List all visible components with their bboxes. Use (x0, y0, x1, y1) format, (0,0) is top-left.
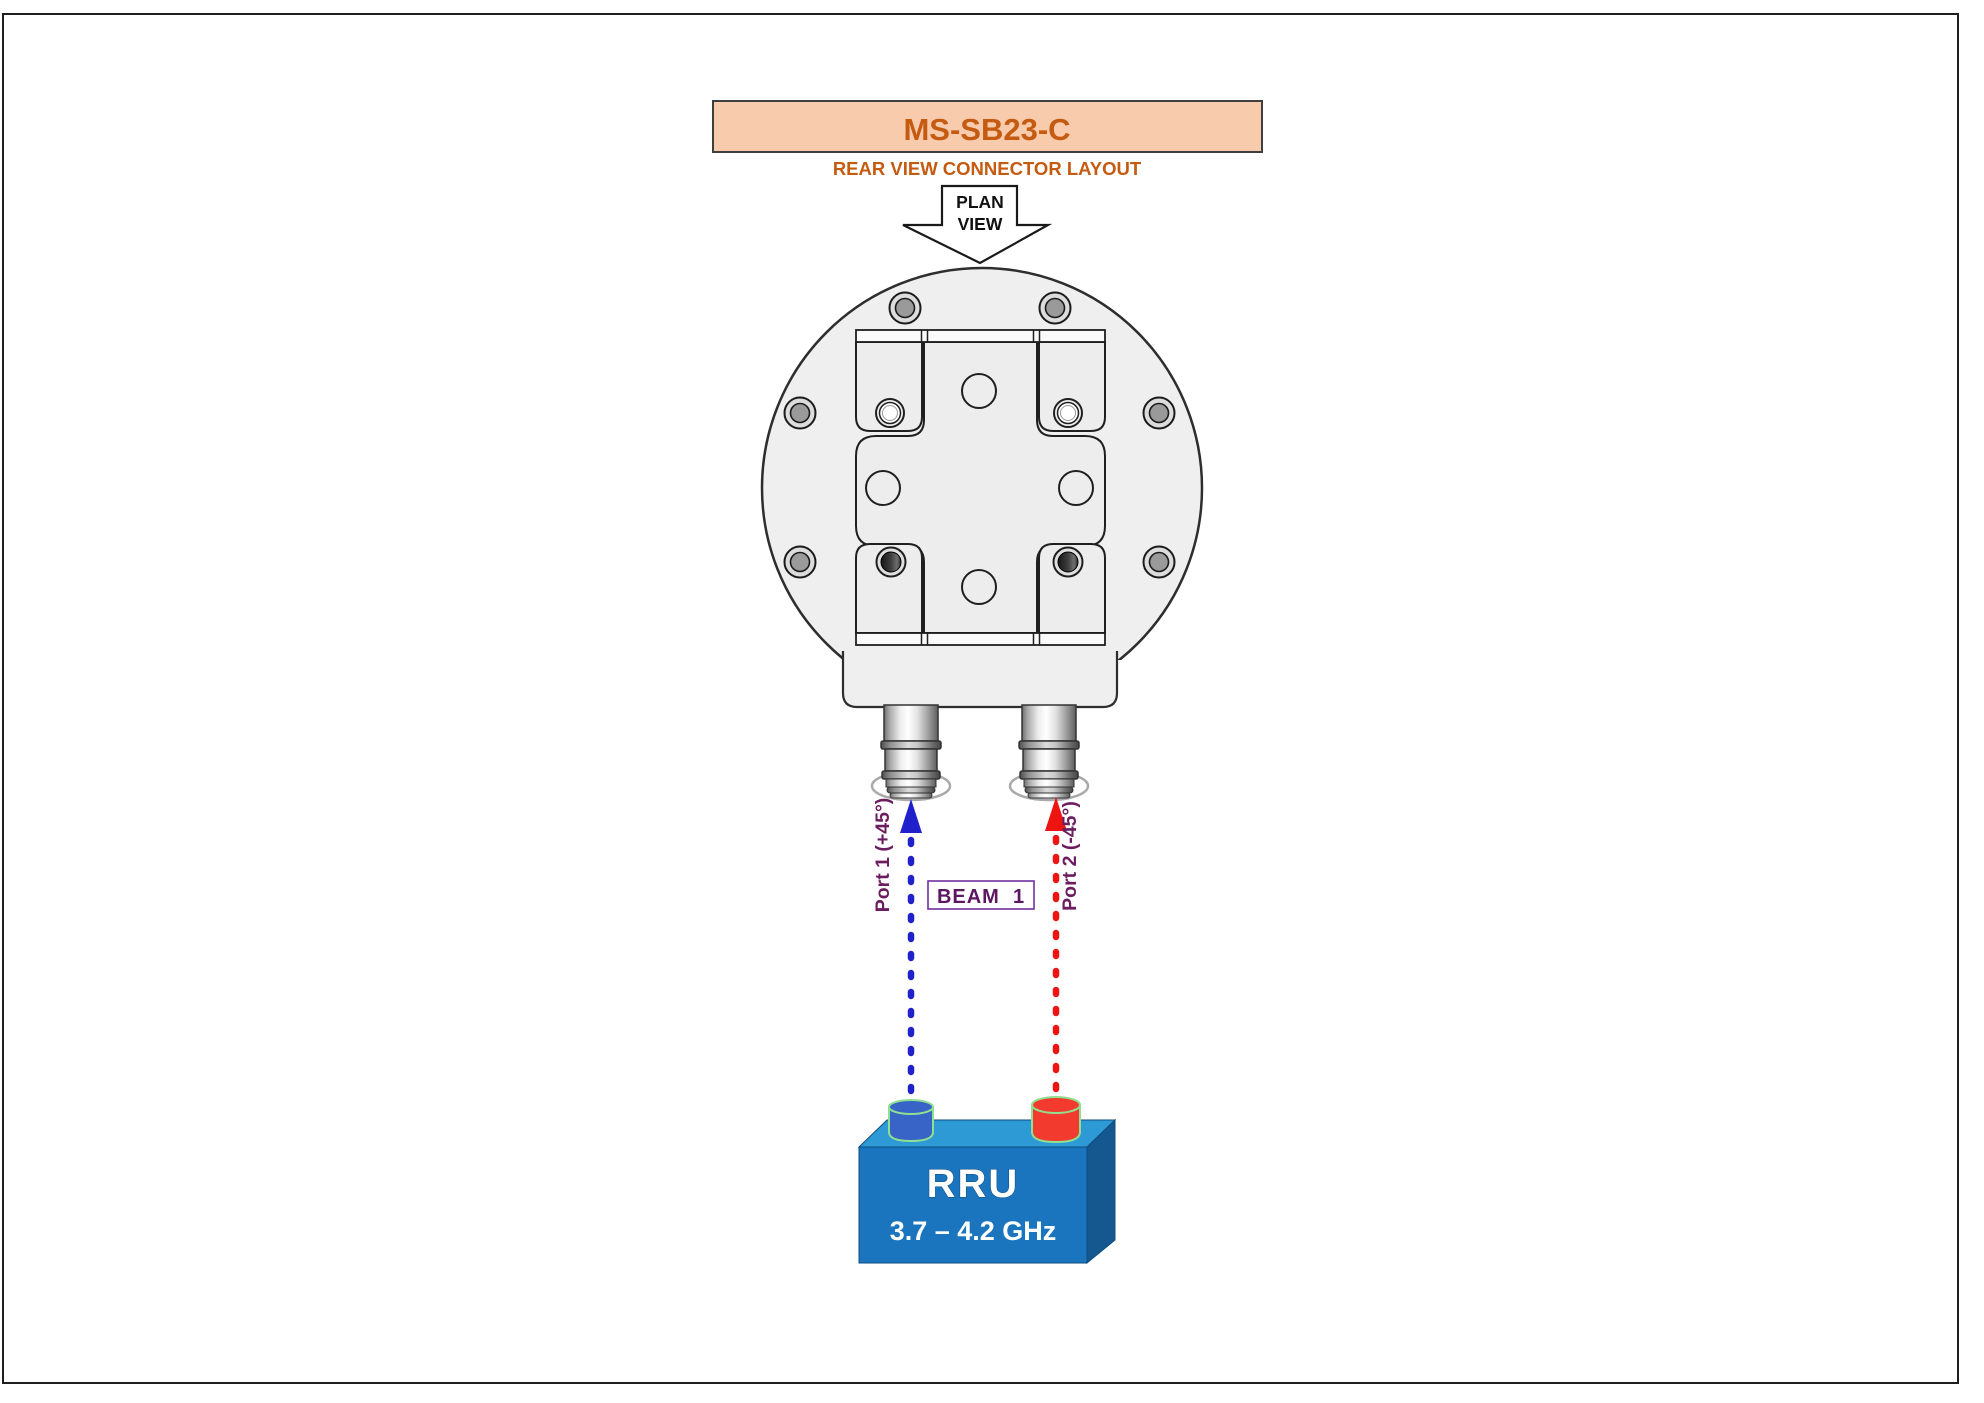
beam-label: BEAM 1 (937, 886, 1025, 908)
mounting-plate (855, 329, 1106, 646)
bolt (783, 396, 817, 430)
plan-view-arrow: PLAN VIEW (902, 184, 1053, 265)
plain-hole (865, 470, 901, 506)
port1-callout: Port 1 (+45°) (872, 798, 922, 1102)
ringed-hole (1053, 398, 1083, 428)
title-block: MS-SB23-C REAR VIEW CONNECTOR LAYOUT (712, 100, 1263, 179)
antenna-chin-block (841, 651, 1119, 709)
plate-tab-top-left (855, 341, 923, 432)
rru-title: RRU (927, 1162, 1020, 1206)
plate-top-strip (855, 329, 1106, 343)
beam-callout: BEAM 1 (927, 880, 1035, 910)
plan-view-line2: VIEW (958, 214, 1003, 234)
antenna-rear-view (760, 266, 1204, 802)
model-title-box (712, 100, 1263, 153)
diagram-subtitle: REAR VIEW CONNECTOR LAYOUT (833, 158, 1142, 179)
plate-strip-ticks (920, 330, 1041, 645)
rru-port1-cylinder (888, 1099, 934, 1143)
rf-connectors (870, 704, 1090, 802)
ringed-hole (875, 398, 905, 428)
dark-bolt (1052, 546, 1084, 578)
port1-label: Port 1 (+45°) (872, 798, 894, 913)
plate-bottom-strip (855, 632, 1106, 646)
bolt (888, 291, 922, 325)
port2-label: Port 2 (-45°) (1059, 801, 1081, 911)
rru-port2-cylinder (1031, 1096, 1081, 1144)
rru-front-face (858, 1146, 1088, 1264)
plain-hole (961, 373, 997, 409)
plain-hole (961, 569, 997, 605)
plain-hole (1058, 470, 1094, 506)
port2-arrowhead-icon (1045, 797, 1067, 831)
rru-unit: RRU 3.7 – 4.2 GHz (857, 1096, 1117, 1265)
page-border (2, 13, 1959, 1384)
dark-bolt (875, 546, 907, 578)
bolt (1142, 396, 1176, 430)
model-title: MS-SB23-C (903, 112, 1070, 147)
connector-port1 (880, 704, 942, 799)
port1-arrowhead-icon (900, 799, 922, 833)
plate-holes (865, 373, 1094, 605)
bolt (783, 545, 817, 579)
bolt (1038, 291, 1072, 325)
rru-frequency-range: 3.7 – 4.2 GHz (890, 1216, 1057, 1246)
down-arrow-icon (902, 184, 1053, 265)
port2-callout: Port 2 (-45°) (1045, 797, 1081, 1100)
plan-view-line1: PLAN (956, 192, 1004, 212)
mounting-bolts (783, 291, 1176, 579)
bolt (1142, 545, 1176, 579)
beam-label-box (927, 880, 1035, 910)
connector-port2 (1018, 704, 1080, 799)
